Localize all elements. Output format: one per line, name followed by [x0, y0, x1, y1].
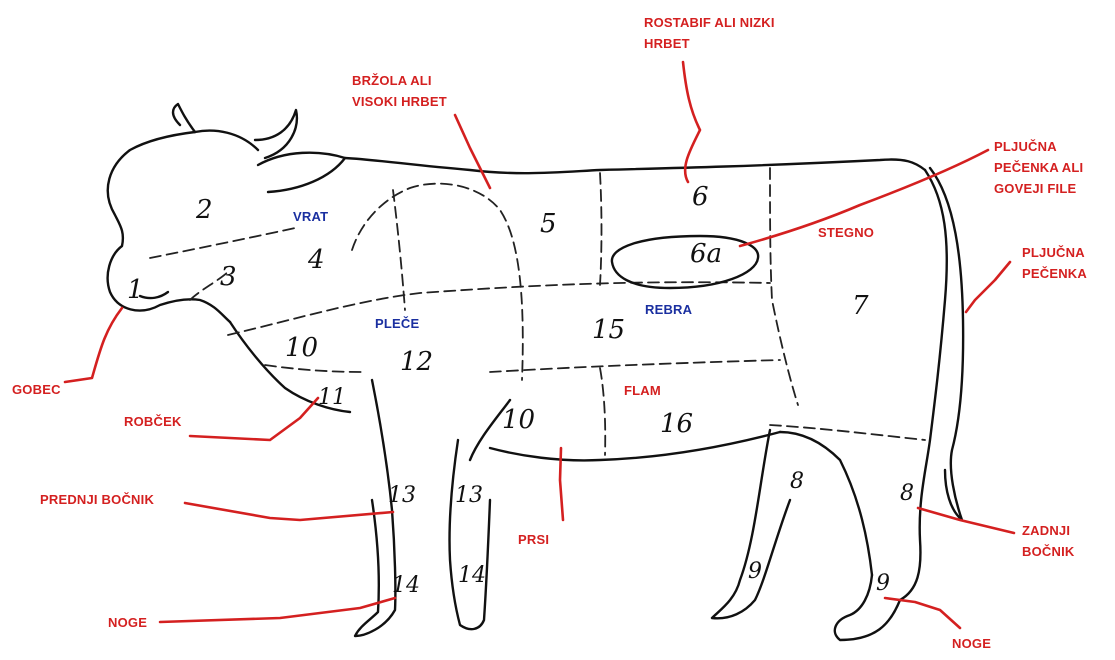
cut-line-brisket	[600, 368, 605, 455]
cut-number-2: 2	[195, 195, 213, 225]
front-leg-far	[449, 440, 490, 629]
label-prsi: PRSI	[518, 529, 549, 550]
cut-number-13-near: 13	[388, 483, 416, 508]
cut-line-shoulder-top	[352, 184, 523, 380]
cut-number-6: 6	[692, 182, 709, 212]
label-zadnji-bocnik: ZADNJI BOČNIK	[1022, 520, 1074, 562]
rump	[900, 170, 947, 600]
label-pljucna: PLJUČNA PEČENKA	[1022, 242, 1087, 284]
tenderloin-oval	[612, 236, 758, 288]
leader-rostabif	[683, 62, 700, 182]
leader-brzola	[455, 115, 490, 188]
leader-prednji-bocnik	[185, 503, 393, 520]
label-gobec: GOBEC	[12, 379, 61, 400]
label-zadnji-bocnik-line1: ZADNJI	[1022, 520, 1074, 541]
label-pljucna-line2: PEČENKA	[1022, 263, 1087, 284]
cut-number-11: 11	[318, 385, 346, 410]
label-pljucna-line1: PLJUČNA	[1022, 242, 1087, 263]
far-hind-leg	[712, 430, 790, 618]
label-rostabif-line1: ROSTABIF ALI NIZKI	[644, 12, 775, 33]
label-rebra: REBRA	[645, 299, 692, 320]
leader-noge-back	[885, 598, 960, 628]
label-plece: PLEČE	[375, 313, 419, 334]
leader-robcek	[190, 398, 318, 440]
leader-pljucna	[966, 262, 1010, 312]
cut-line-shoulder-vert	[393, 190, 405, 310]
label-noge-front: NOGE	[108, 612, 147, 633]
inner-hind-leg	[780, 432, 872, 575]
label-pljucna-file-line2: PEČENKA ALI	[994, 157, 1083, 178]
tail	[930, 168, 963, 520]
head-top	[195, 131, 258, 150]
cut-number-6a: 6a	[690, 239, 722, 269]
cut-number-5: 5	[540, 209, 557, 239]
cut-line-lower-chest	[265, 365, 365, 372]
cut-number-15: 15	[592, 315, 625, 345]
cut-line-rump	[770, 168, 798, 405]
label-pljucna-file-line3: GOVEJI FILE	[994, 178, 1083, 199]
cut-number-7: 7	[852, 291, 869, 321]
left-horn	[173, 104, 195, 132]
cut-number-4: 4	[307, 245, 325, 275]
label-rostabif: ROSTABIF ALI NIZKI HRBET	[644, 12, 775, 54]
mouth	[140, 292, 168, 298]
back-line	[345, 158, 925, 173]
cut-number-12: 12	[400, 347, 433, 377]
cut-number-1: 1	[127, 275, 144, 305]
cut-number-14-far: 14	[458, 563, 486, 588]
label-prednji-bocnik: PREDNJI BOČNIK	[40, 489, 154, 510]
label-pljucna-file: PLJUČNA PEČENKA ALI GOVEJI FILE	[994, 136, 1083, 199]
label-rostabif-line2: HRBET	[644, 33, 775, 54]
leader-zadnji-bocnik	[918, 508, 1014, 533]
cut-number-14-near: 14	[392, 573, 420, 598]
head-outline	[108, 132, 230, 322]
label-vrat: VRAT	[293, 206, 328, 227]
cut-line-flank	[490, 360, 780, 372]
cut-number-16: 16	[660, 409, 693, 439]
leader-noge-front	[160, 598, 395, 622]
cut-number-8-near: 8	[900, 481, 914, 506]
label-noge-back: NOGE	[952, 633, 991, 654]
label-brzola-line1: BRŽOLA ALI	[352, 70, 447, 91]
leader-gobec	[65, 308, 122, 382]
label-zadnji-bocnik-line2: BOČNIK	[1022, 541, 1074, 562]
cut-number-3: 3	[220, 262, 237, 292]
label-robcek: ROBČEK	[124, 411, 182, 432]
label-flam: FLAM	[624, 380, 661, 401]
cut-number-13-far: 13	[455, 483, 483, 508]
label-stegno: STEGNO	[818, 222, 874, 243]
front-leg-near	[355, 380, 395, 636]
cut-line-neck	[150, 228, 295, 258]
cut-number-10-brisket: 10	[502, 405, 535, 435]
cut-line-loin	[600, 173, 602, 285]
right-horn	[255, 110, 297, 158]
cut-number-8-far: 8	[790, 469, 804, 494]
belly	[490, 432, 780, 460]
cut-number-9-far: 9	[748, 559, 762, 584]
back-hoof	[835, 575, 900, 640]
cut-number-10-chest: 10	[285, 333, 318, 363]
label-brzola: BRŽOLA ALI VISOKI HRBET	[352, 70, 447, 112]
ear	[258, 153, 345, 192]
label-brzola-line2: VISOKI HRBET	[352, 91, 447, 112]
cut-number-9-near: 9	[876, 571, 890, 596]
label-pljucna-file-line1: PLJUČNA	[994, 136, 1083, 157]
